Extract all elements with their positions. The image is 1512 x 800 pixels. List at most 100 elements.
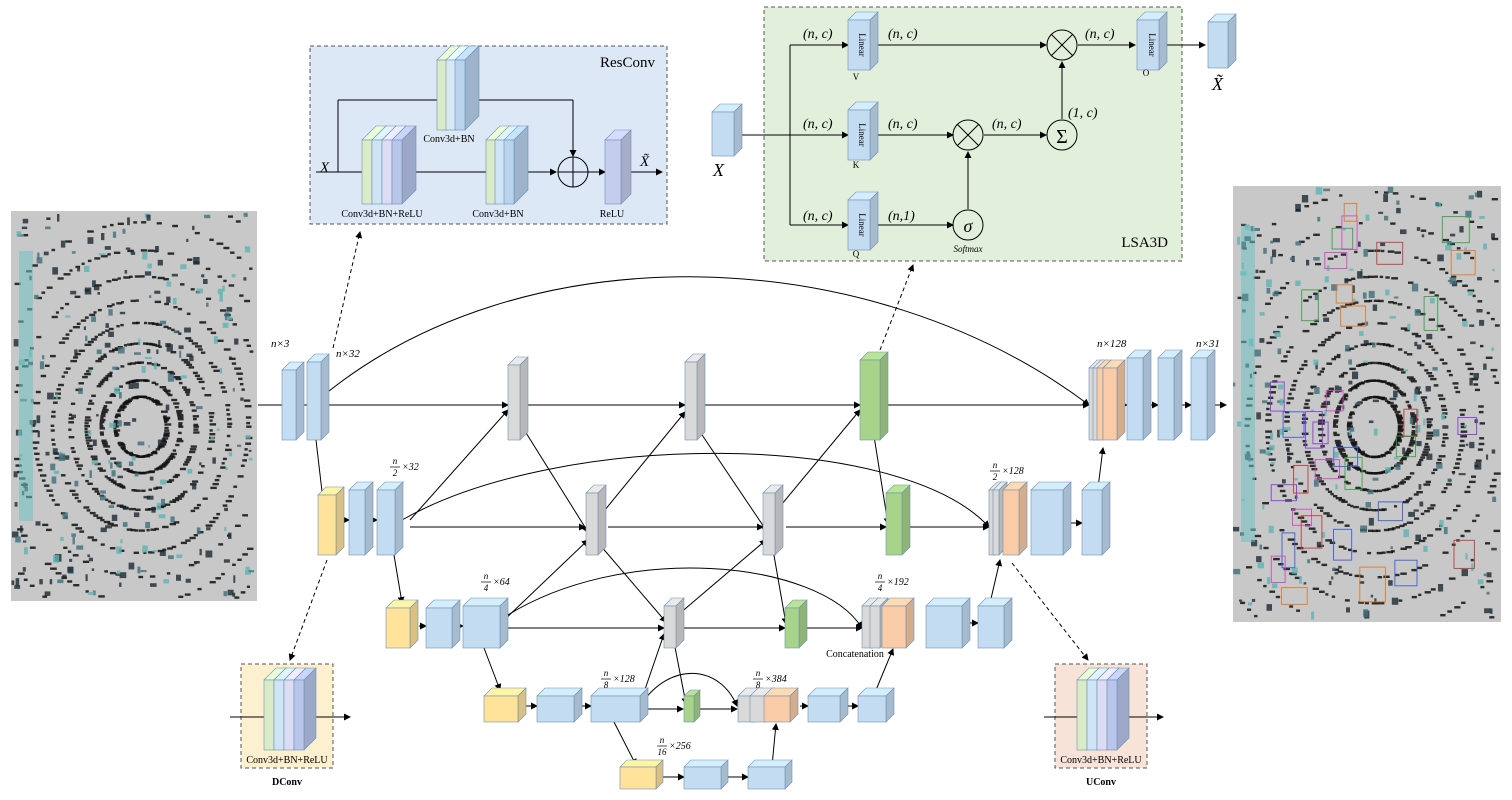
lsa3d-multiply-node-mid [952, 119, 984, 151]
block-level4-b [747, 759, 793, 790]
block-dconv-1 [317, 486, 345, 556]
block-up3-a [807, 687, 849, 723]
block-up2-b [977, 597, 1013, 649]
lsa3d-q-label: Q [853, 249, 860, 259]
lsa3d-dim-attn: (n, c) [992, 117, 1022, 132]
block-up0-a [1126, 349, 1152, 441]
uconv-layer-label: Conv3d+BN+ReLU [1060, 755, 1142, 766]
dim-l4: n16×256 [657, 735, 691, 757]
dconv-name: DConv [272, 777, 302, 788]
lsa3d-linear-o [1136, 11, 1168, 71]
block-up3-orange [763, 687, 799, 723]
block-up0-orange [1102, 359, 1126, 441]
resconv-label-2: Conv3d+BN [472, 209, 523, 220]
resconv-conv-main-3 [391, 125, 417, 205]
lsa3d-v-label: V [853, 72, 860, 82]
lsa3d-output-label: X̃ [1211, 74, 1224, 94]
block-level3-a [536, 687, 583, 723]
fraction-dimension-labels: n2×32n4×64n8×128n16×256n8×384n4×192n2×12… [390, 456, 1024, 757]
dim-l1-den: 2 [393, 468, 398, 478]
dconv-layer-3 [293, 667, 317, 751]
dim-l4-den: 16 [658, 747, 668, 757]
lsa3d-sum-symbol: Σ [1056, 126, 1068, 148]
dim-u1: n2×128 [990, 460, 1024, 482]
lsa3d-linear-q-text: Linear [857, 213, 867, 236]
lsa3d-dim-q-in: (n, c) [803, 209, 833, 224]
block-x12 [762, 484, 784, 556]
lsa3d-linear-k [847, 101, 879, 161]
resconv-module: ResConv X X̃ Conv3d+BN Conv3d+BN+ReLU Co… [309, 45, 668, 225]
block-level1-b [376, 481, 404, 556]
input-point-cloud-image [11, 211, 257, 601]
dim-l4-num: n [660, 735, 665, 745]
lsa3d-linear-v-text: Linear [857, 33, 867, 56]
block-level3-b [590, 687, 649, 723]
dim-u1-num: n [993, 460, 998, 470]
dim-l2-rest: ×64 [493, 577, 510, 588]
lsa3d-layer-blocks [711, 11, 1237, 251]
block-level0 [306, 353, 330, 441]
block-dconv-2 [385, 599, 419, 649]
uconv-name: UConv [1086, 777, 1116, 788]
dim-u2-den: 4 [878, 583, 883, 593]
block-input [281, 361, 305, 441]
dconv-layer-label: Conv3d+BN+ReLU [246, 755, 328, 766]
block-x13 [885, 484, 911, 556]
network-connections [258, 276, 1227, 781]
resconv-layer-blocks [361, 45, 632, 205]
dim-u3-rest: ×384 [765, 674, 787, 685]
lsa3d-title: LSA3D [1121, 235, 1168, 251]
lsa3d-linear-v [847, 11, 879, 71]
dim-up0: n×128 [1097, 338, 1127, 350]
lsa3d-dim-k-in: (n, c) [803, 117, 833, 132]
resconv-relu [604, 129, 632, 205]
output-segmentation-point-cloud-image [1233, 186, 1501, 622]
pc-left-bg [11, 211, 257, 601]
dim-l1-rest: ×32 [402, 462, 419, 473]
lsa3d-module: LSA3D X X̃ Σ σ Softmax (n, c) (n, c) (n,… [711, 6, 1237, 262]
lsa3d-k-label: K [853, 160, 860, 170]
block-up1-b [1081, 481, 1111, 556]
dim-l1: n2×32 [390, 456, 419, 478]
dim-l2-den: 4 [484, 583, 489, 593]
dim-u2: n4×192 [875, 571, 909, 593]
lsa3d-dim-k-out: (n, c) [888, 117, 918, 132]
dimension-labels: n×3 n×32 n×128 n×31 [271, 338, 1220, 360]
lsa3d-sum-node [1046, 119, 1078, 151]
lsa3d-multiply-node-top [1046, 29, 1078, 61]
block-up2-orange [881, 597, 915, 649]
resconv-label-0: Conv3d+BN [423, 134, 474, 145]
block-dconv-3 [483, 687, 527, 723]
lsa3d-softmax-label: Softmax [954, 244, 983, 254]
network-layer-blocks [281, 349, 1216, 790]
dim-output: n×31 [1196, 338, 1220, 350]
dim-l3: n8×128 [601, 668, 635, 690]
lsa3d-output-block [1207, 13, 1237, 69]
lsa3d-dim-sum: (1, c) [1068, 106, 1098, 121]
lsa3d-dim-v-in: (n, c) [803, 27, 833, 42]
resconv-input-label: X [319, 160, 330, 176]
resconv-conv-mid-2 [503, 125, 529, 205]
resconv-label-3: ReLU [600, 209, 625, 220]
dim-input: n×3 [271, 338, 290, 350]
lsa3d-sigma-symbol: σ [964, 216, 974, 236]
block-x21 [663, 597, 685, 649]
dim-u2-num: n [878, 571, 883, 581]
block-x02 [684, 353, 706, 441]
resconv-conv-top-2 [454, 45, 480, 131]
concatenation-label: Concatenation [826, 649, 884, 660]
resconv-title: ResConv [600, 55, 656, 71]
block-x03 [859, 351, 889, 441]
lsa3d-softmax-node [952, 209, 984, 241]
block-x11 [585, 484, 607, 556]
block-up3-b [857, 687, 895, 723]
block-level4-a [683, 759, 729, 790]
dim-l3-den: 8 [604, 680, 609, 690]
block-out [1190, 349, 1216, 441]
lsa3d-input-label: X [712, 160, 725, 180]
block-up1-orange [1002, 481, 1028, 556]
resconv-output-label: X̃ [639, 154, 650, 170]
dim-level0: n×32 [336, 348, 360, 360]
